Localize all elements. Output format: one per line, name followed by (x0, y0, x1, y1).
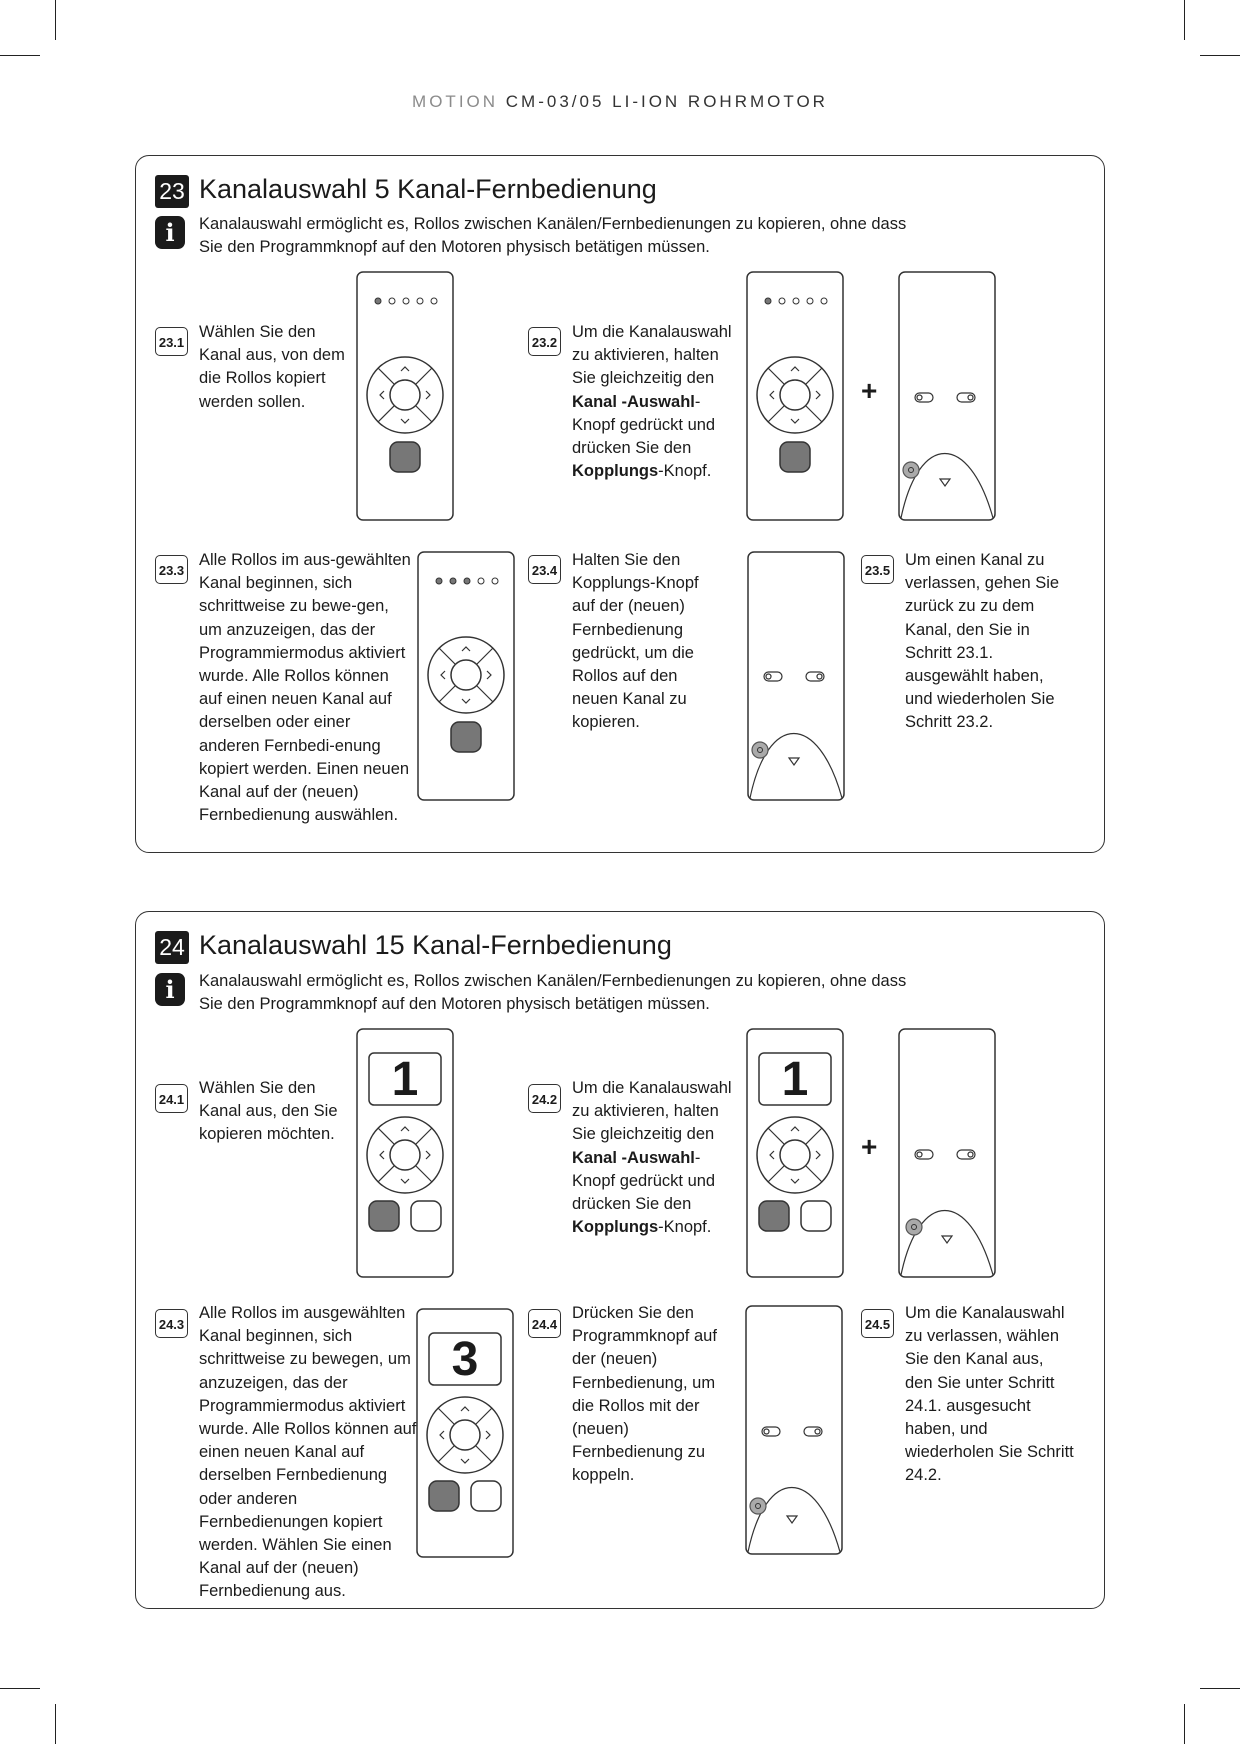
section-23 (135, 155, 1105, 853)
channel-select-button-icon (779, 441, 811, 473)
battery-slot-icon (914, 392, 976, 403)
section-24 (135, 911, 1105, 1609)
battery-slot-icon (761, 1426, 823, 1437)
function-button-icon (410, 1200, 442, 1232)
step-text-bold: Kanal -Auswahl (572, 392, 695, 411)
step-label: 24.5 (861, 1309, 894, 1338)
step-text: Um die Kanalauswahl zu verlassen, wählen… (905, 1304, 1074, 1485)
step-text: Drücken Sie den Programmknopf auf der (n… (572, 1304, 717, 1485)
step-label: 24.1 (155, 1084, 188, 1113)
channel-select-button-icon (758, 1200, 790, 1232)
battery-slot-icon (763, 671, 825, 682)
dpad-icon (756, 356, 834, 434)
remote-5-channel-figure (356, 271, 454, 521)
crop-mark (1200, 55, 1240, 56)
crop-mark (55, 1704, 56, 1744)
step-text-part: -Knopf gedrückt und drücken Sie den (572, 392, 716, 458)
dpad-icon (756, 1116, 834, 1194)
channel-select-button-icon (389, 441, 421, 473)
plus-sign: + (861, 1131, 878, 1162)
step-text-part: Um die Kanalauswahl zu aktivieren, halte… (572, 1079, 732, 1144)
step-text-bold: Kopplungs (572, 462, 659, 481)
channel-select-button-icon (450, 721, 482, 753)
channel-select-button-icon (368, 1200, 400, 1232)
info-icon: i (155, 216, 185, 249)
pairing-button-icon (751, 741, 769, 759)
channel-display-digit: 3 (452, 1333, 479, 1386)
remote-back-figure (898, 271, 996, 521)
crop-mark (1184, 1704, 1185, 1744)
step-text: Wählen Sie den Kanal aus, den Sie kopier… (199, 1079, 338, 1144)
function-button-icon (800, 1200, 832, 1232)
channel-display-digit: 1 (392, 1053, 419, 1106)
step-label: 23.3 (155, 555, 188, 584)
step-label: 24.4 (528, 1309, 561, 1338)
remote-15-channel-figure: 1 (746, 1028, 844, 1278)
dpad-icon (427, 636, 505, 714)
step-text-bold: Kanal -Auswahl (572, 1148, 695, 1167)
display-icon (368, 1052, 442, 1106)
crop-mark (55, 0, 56, 40)
remote-back-figure (898, 1028, 996, 1278)
header-brand: MOTION (412, 92, 499, 111)
pairing-button-icon (902, 461, 920, 479)
remote-5-channel-figure (746, 271, 844, 521)
section-intro: Kanalauswahl ermöglicht es, Rollos zwisc… (199, 972, 907, 1013)
pairing-button-icon (905, 1218, 923, 1236)
channel-led-icon (764, 297, 828, 305)
step-text: Um einen Kanal zu verlassen, gehen Sie z… (905, 551, 1060, 732)
step-label: 24.3 (155, 1309, 188, 1338)
display-icon (428, 1332, 502, 1386)
channel-select-button-icon (428, 1480, 460, 1512)
step-label: 23.1 (155, 327, 188, 356)
pairing-button-icon (749, 1497, 767, 1515)
step-label: 23.5 (861, 555, 894, 584)
section-intro: Kanalauswahl ermöglicht es, Rollos zwisc… (199, 215, 907, 256)
dpad-icon (366, 356, 444, 434)
section-title: Kanalauswahl 5 Kanal-Fernbedienung (199, 174, 657, 204)
display-icon (758, 1052, 832, 1106)
step-label: 23.2 (528, 327, 561, 356)
section-number: 23 (155, 175, 189, 208)
arrow-down-icon (787, 757, 801, 767)
step-text: Halten Sie den Kopplungs-Knopf auf der (… (572, 551, 699, 732)
arrow-down-icon (940, 1235, 954, 1245)
dpad-icon (426, 1396, 504, 1474)
page-header: MOTION CM-03/05 LI-ION ROHRMOTOR (0, 92, 1240, 112)
step-label: 24.2 (528, 1084, 561, 1113)
channel-led-icon (374, 297, 438, 305)
channel-display-digit: 1 (782, 1053, 809, 1106)
section-number: 24 (155, 931, 189, 964)
step-text: Alle Rollos im ausgewählten Kanal beginn… (199, 1304, 417, 1601)
crop-mark (1200, 1688, 1240, 1689)
step-text: Um die Kanalauswahl zu aktivieren, halte… (572, 1077, 737, 1239)
header-title: CM-03/05 LI-ION ROHRMOTOR (505, 92, 828, 111)
step-text-part: -Knopf. (658, 1218, 712, 1237)
remote-back-figure (745, 1305, 843, 1555)
battery-slot-icon (914, 1149, 976, 1160)
section-title: Kanalauswahl 15 Kanal-Fernbedienung (199, 930, 672, 960)
arrow-down-icon (938, 478, 952, 488)
step-text-part: -Knopf. (658, 462, 712, 481)
step-text: Wählen Sie den Kanal aus, von dem die Ro… (199, 323, 345, 411)
plus-sign: + (861, 375, 878, 406)
remote-15-channel-figure: 1 (356, 1028, 454, 1278)
remote-15-channel-figure: 3 (416, 1308, 514, 1558)
info-icon: i (155, 973, 185, 1006)
channel-led-icon (435, 577, 499, 585)
function-button-icon (470, 1480, 502, 1512)
remote-back-figure (747, 551, 845, 801)
remote-5-channel-figure (417, 551, 515, 801)
step-text-bold: Kopplungs (572, 1218, 659, 1237)
step-text: Um die Kanalauswahl zu aktivieren, halte… (572, 321, 737, 483)
arrow-down-icon (785, 1515, 799, 1525)
crop-mark (0, 55, 40, 56)
step-text: Alle Rollos im aus-gewählten Kanal begin… (199, 551, 411, 825)
crop-mark (1184, 0, 1185, 40)
crop-mark (0, 1688, 40, 1689)
step-label: 23.4 (528, 555, 561, 584)
step-text-part: Um die Kanalauswahl zu aktivieren, halte… (572, 323, 732, 388)
step-text-part: -Knopf gedrückt und drücken Sie den (572, 1148, 716, 1214)
dpad-icon (366, 1116, 444, 1194)
